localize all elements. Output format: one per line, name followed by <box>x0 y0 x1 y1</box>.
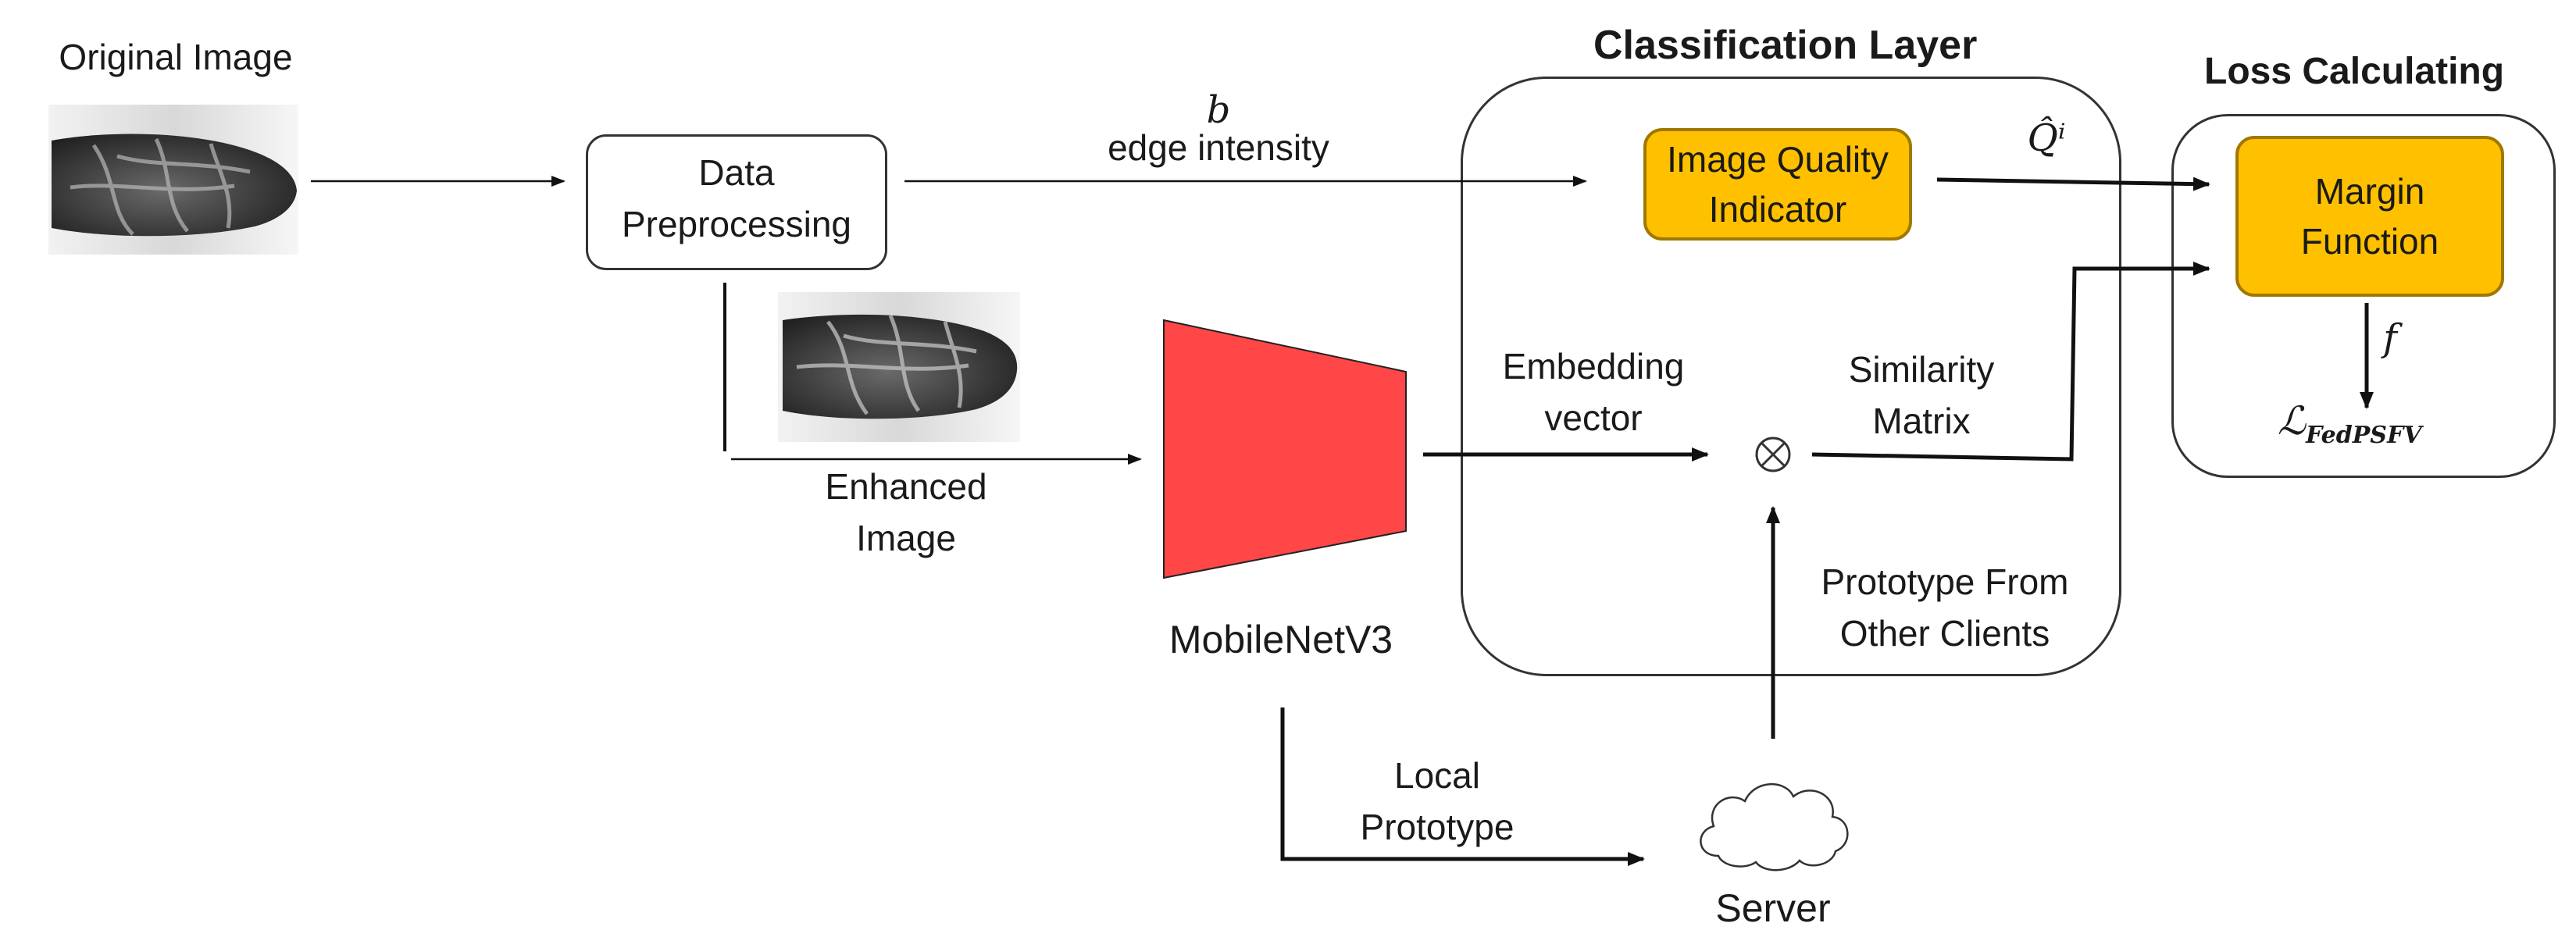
local-prototype-label-2: Prototype <box>1360 807 1515 847</box>
loss-script-l: ℒ <box>2278 398 2307 444</box>
image-quality-label-2: Indicator <box>1708 189 1847 230</box>
data-preprocessing-label-2: Preprocessing <box>621 204 852 244</box>
similarity-matrix-label-2: Matrix <box>1872 401 1971 441</box>
server-label: Server <box>1715 886 1831 930</box>
prototype-other-clients-label-2: Other Clients <box>1839 613 2050 654</box>
edge-intensity-label: edge intensity <box>1108 127 1329 168</box>
classification-layer-title: Classification Layer <box>1593 23 1978 68</box>
margin-function-label-1: Margin <box>2314 171 2425 212</box>
mobilenet-label: MobileNetV3 <box>1168 618 1393 661</box>
original-image-label: Original Image <box>59 37 293 77</box>
arrow-quality-to-margin <box>1936 176 2210 191</box>
margin-function-label-2: Function <box>2300 221 2439 262</box>
otimes-operator <box>1755 437 1791 472</box>
mobilenet-block <box>1163 319 1407 579</box>
loss-subscript: FedPSFV <box>2306 422 2422 449</box>
b-symbol: b <box>1206 88 1231 132</box>
classification-layer-box <box>1461 77 2121 676</box>
prototype-other-clients-label-1: Prototype From <box>1821 561 2069 602</box>
local-prototype-label-1: Local <box>1394 755 1480 796</box>
arrow-similarity-to-margin <box>1811 262 2210 462</box>
loss-calculating-box <box>2171 114 2556 478</box>
enhanced-image-thumbnail <box>778 292 1020 442</box>
enhanced-image-label-1: Enhanced <box>825 466 987 507</box>
enhanced-image-label-2: Image <box>856 518 956 558</box>
data-preprocessing-label-1: Data <box>698 152 775 193</box>
data-preprocessing-box <box>586 134 887 270</box>
q-hat-symbol: Q̂ⁱ <box>2027 116 2066 160</box>
image-quality-label-1: Image Quality <box>1667 139 1889 180</box>
embedding-vector-label-2: vector <box>1544 397 1643 438</box>
loss-symbol: ℒFedPSFV <box>2278 398 2422 449</box>
server-cloud-icon <box>1700 783 1849 871</box>
embedding-vector-label-1: Embedding <box>1502 346 1685 387</box>
arrow-local-prototype-to-server <box>1280 707 1645 866</box>
loss-calculating-title: Loss Calculating <box>2204 51 2505 92</box>
f-symbol: f <box>2383 316 2397 360</box>
original-image-thumbnail <box>48 105 298 255</box>
similarity-matrix-label-1: Similarity <box>1848 349 1995 390</box>
